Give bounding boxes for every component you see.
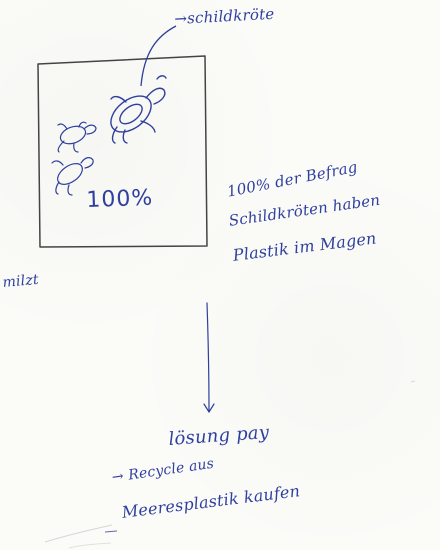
pencil-mark [68, 542, 112, 549]
pencil-mark [104, 530, 118, 533]
downward-arrow-icon [206, 302, 210, 413]
pencil-mark [44, 524, 113, 543]
percentage-label: 100% [85, 185, 154, 213]
arrow-head [203, 403, 215, 413]
callout-line [140, 25, 177, 87]
turtle-icon [57, 121, 97, 153]
side-fragment-text: milzt [1, 271, 40, 291]
turtle-icon [51, 157, 94, 196]
turtle-icon [110, 75, 167, 144]
pencil-mark [410, 380, 416, 383]
picture-frame [37, 55, 208, 248]
